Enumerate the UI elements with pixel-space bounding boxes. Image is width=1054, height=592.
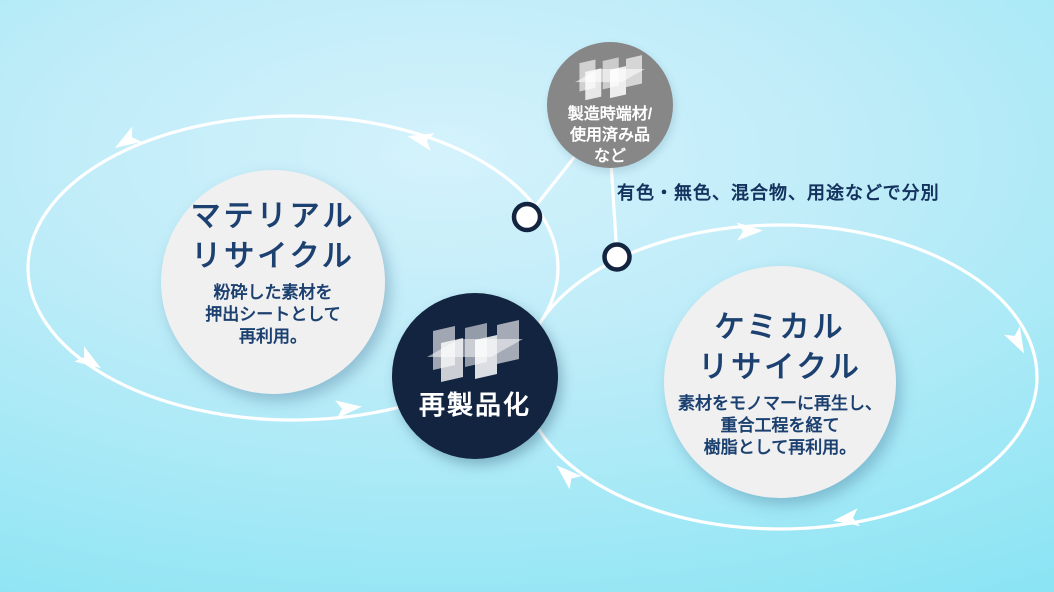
material-recycle-circle: マテリアル リサイクル 粉砕した素材を 押出シートとして 再利用。 xyxy=(161,170,385,394)
arrow-icon xyxy=(736,222,763,241)
arrow-icon xyxy=(556,465,582,490)
arrow-icon xyxy=(407,133,435,151)
chemical-desc-line3: 樹脂として再利用。 xyxy=(703,438,857,457)
arrow-icon xyxy=(833,508,861,527)
reproduction-circle: 再製品化 xyxy=(392,293,558,459)
material-desc-line1: 粉砕した素材を xyxy=(213,283,333,302)
source-label-line1: 製造時端材/ xyxy=(567,106,653,123)
source-circle: 製造時端材/ 使用済み品 など xyxy=(547,42,673,168)
material-title-line1: マテリアル xyxy=(190,200,356,233)
chemical-title-line2: リサイクル xyxy=(698,351,862,384)
sheet-stack-icon xyxy=(575,55,645,101)
chemical-title-line1: ケミカル xyxy=(714,311,846,344)
flow-arrowheads xyxy=(74,126,1025,527)
chemical-recycle-circle: ケミカル リサイクル 素材をモノマーに再生し、 重合工程を経て 樹脂として再利用… xyxy=(664,266,896,498)
sorting-note: 有色・無色、混合物、用途などで分別 xyxy=(617,183,940,203)
material-desc-line2: 押出シートとして xyxy=(205,305,341,324)
sorting-node-chemical xyxy=(602,242,632,272)
arrow-icon xyxy=(114,126,142,148)
chemical-desc-line1: 素材をモノマーに再生し、 xyxy=(678,394,882,413)
sorting-node-material xyxy=(511,201,543,233)
source-to-chemical-connector xyxy=(609,161,619,257)
source-label-line3: など xyxy=(593,148,626,165)
material-desc-line3: 再利用。 xyxy=(239,327,307,346)
arrow-icon xyxy=(1003,326,1025,354)
reproduction-label: 再製品化 xyxy=(418,390,531,420)
material-loop-path xyxy=(26,114,560,422)
sheet-stack-icon xyxy=(427,320,523,382)
source-label-line2: 使用済み品 xyxy=(569,127,650,144)
arrow-icon xyxy=(74,346,101,369)
material-title-line2: リサイクル xyxy=(191,240,355,273)
arrow-icon xyxy=(335,400,362,419)
chemical-desc-line2: 重合工程を経て xyxy=(720,416,840,435)
